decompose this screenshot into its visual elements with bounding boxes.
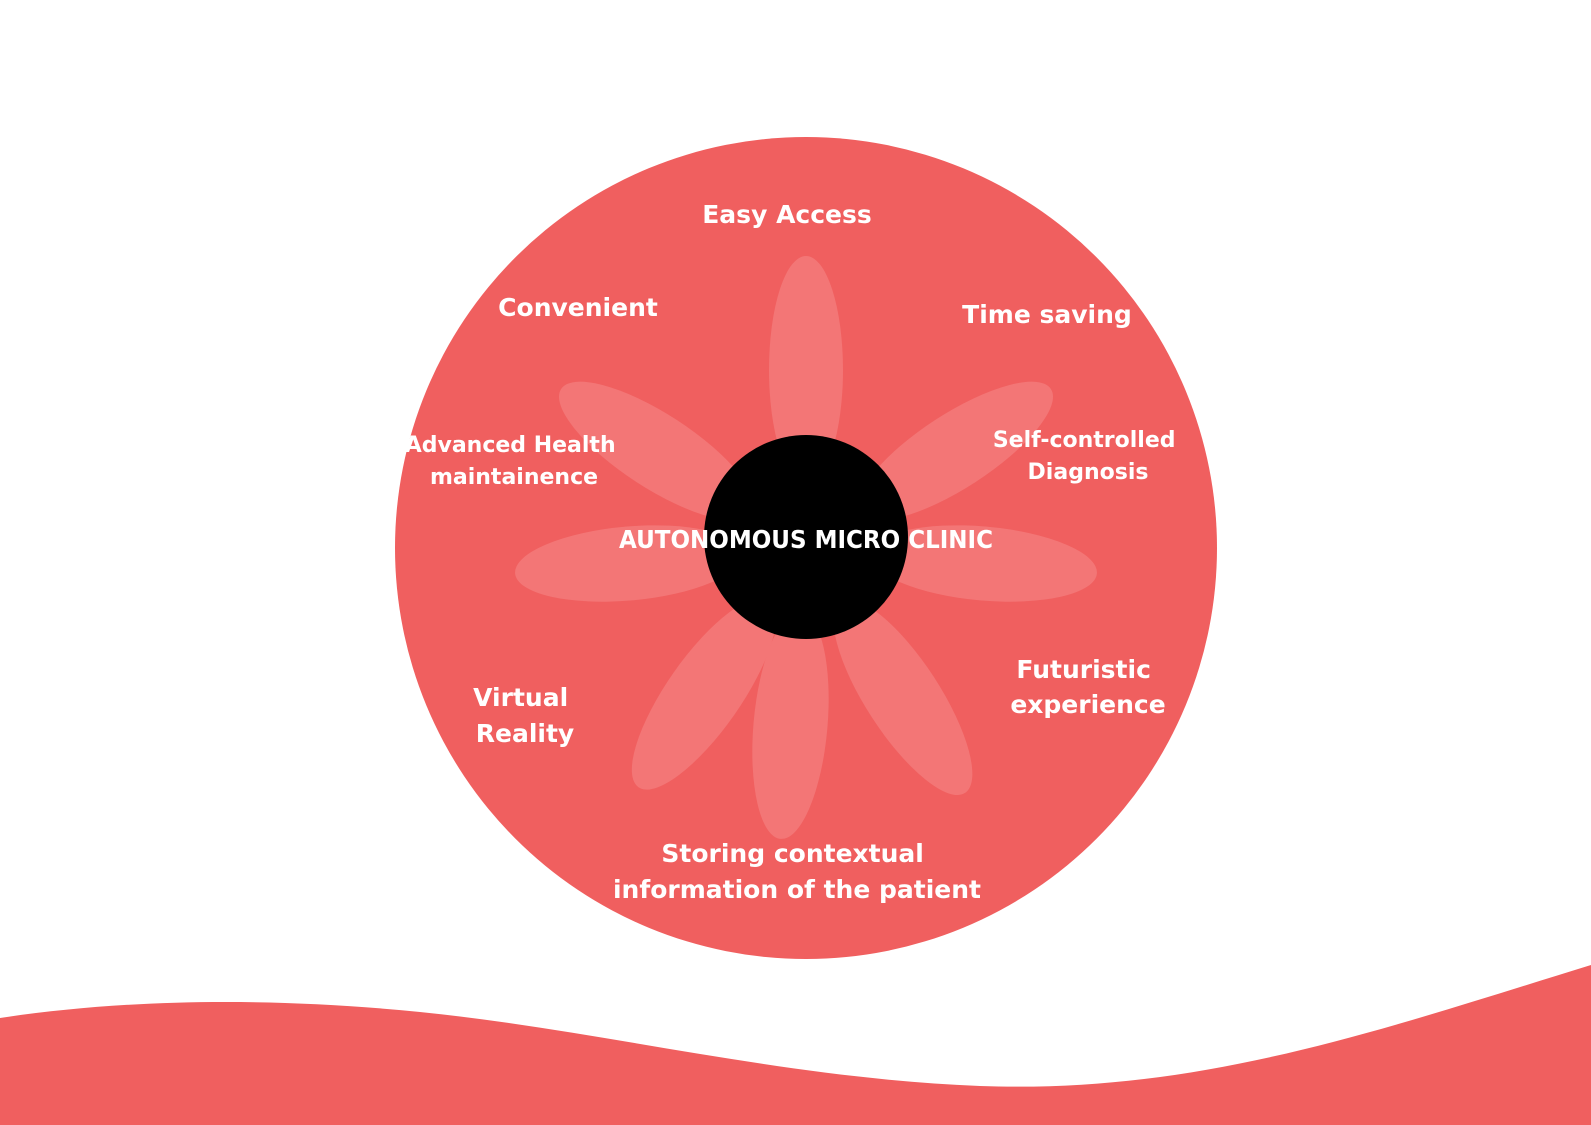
petal-east (869, 525, 1097, 602)
petal-north-west (559, 381, 755, 521)
attribute-label-line: Advanced Health (405, 433, 616, 458)
attribute-label-time-saving: Time saving (962, 300, 1132, 329)
petal-south (752, 611, 829, 839)
petal-south-east (833, 599, 973, 795)
attribute-label-line: Reality (476, 719, 574, 748)
attribute-label-line: Easy Access (702, 200, 872, 229)
petal-west (515, 525, 743, 602)
attribute-label-line: Convenient (498, 293, 658, 322)
attribute-label-line: maintainence (430, 465, 598, 490)
attribute-label-storing-contextual-information: Storing contextual information of the pa… (613, 839, 981, 904)
petal-south-west (631, 598, 776, 790)
bottom-wave (0, 965, 1591, 1125)
flower-petals (515, 256, 1097, 839)
attribute-label-advanced-health-maintainence: Advanced Health maintainence (405, 433, 624, 490)
attribute-label-futuristic-experience: Futuristic experience (1010, 655, 1165, 719)
petal-north-east (857, 381, 1053, 521)
attribute-label-self-controlled-diagnosis: Self-controlled Diagnosis (993, 428, 1183, 485)
attribute-label-line: Self-controlled (993, 428, 1176, 453)
attribute-label-line: Diagnosis (1028, 460, 1149, 485)
attribute-label-line: information of the patient (613, 875, 981, 904)
attribute-label-line: Time saving (962, 300, 1132, 329)
attribute-label-line: Virtual (473, 683, 568, 712)
center-hub (704, 435, 908, 639)
attribute-label-virtual-reality: Virtual Reality (473, 683, 577, 748)
center-label: AUTONOMOUS MICRO CLINIC (619, 525, 993, 554)
attribute-label-easy-access: Easy Access (702, 200, 872, 229)
attribute-label-line: Storing contextual (661, 839, 923, 868)
attribute-label-line: Futuristic (1016, 655, 1151, 684)
attribute-label-convenient: Convenient (498, 293, 658, 322)
petal-north (769, 256, 843, 484)
attribute-label-line: experience (1010, 690, 1165, 719)
